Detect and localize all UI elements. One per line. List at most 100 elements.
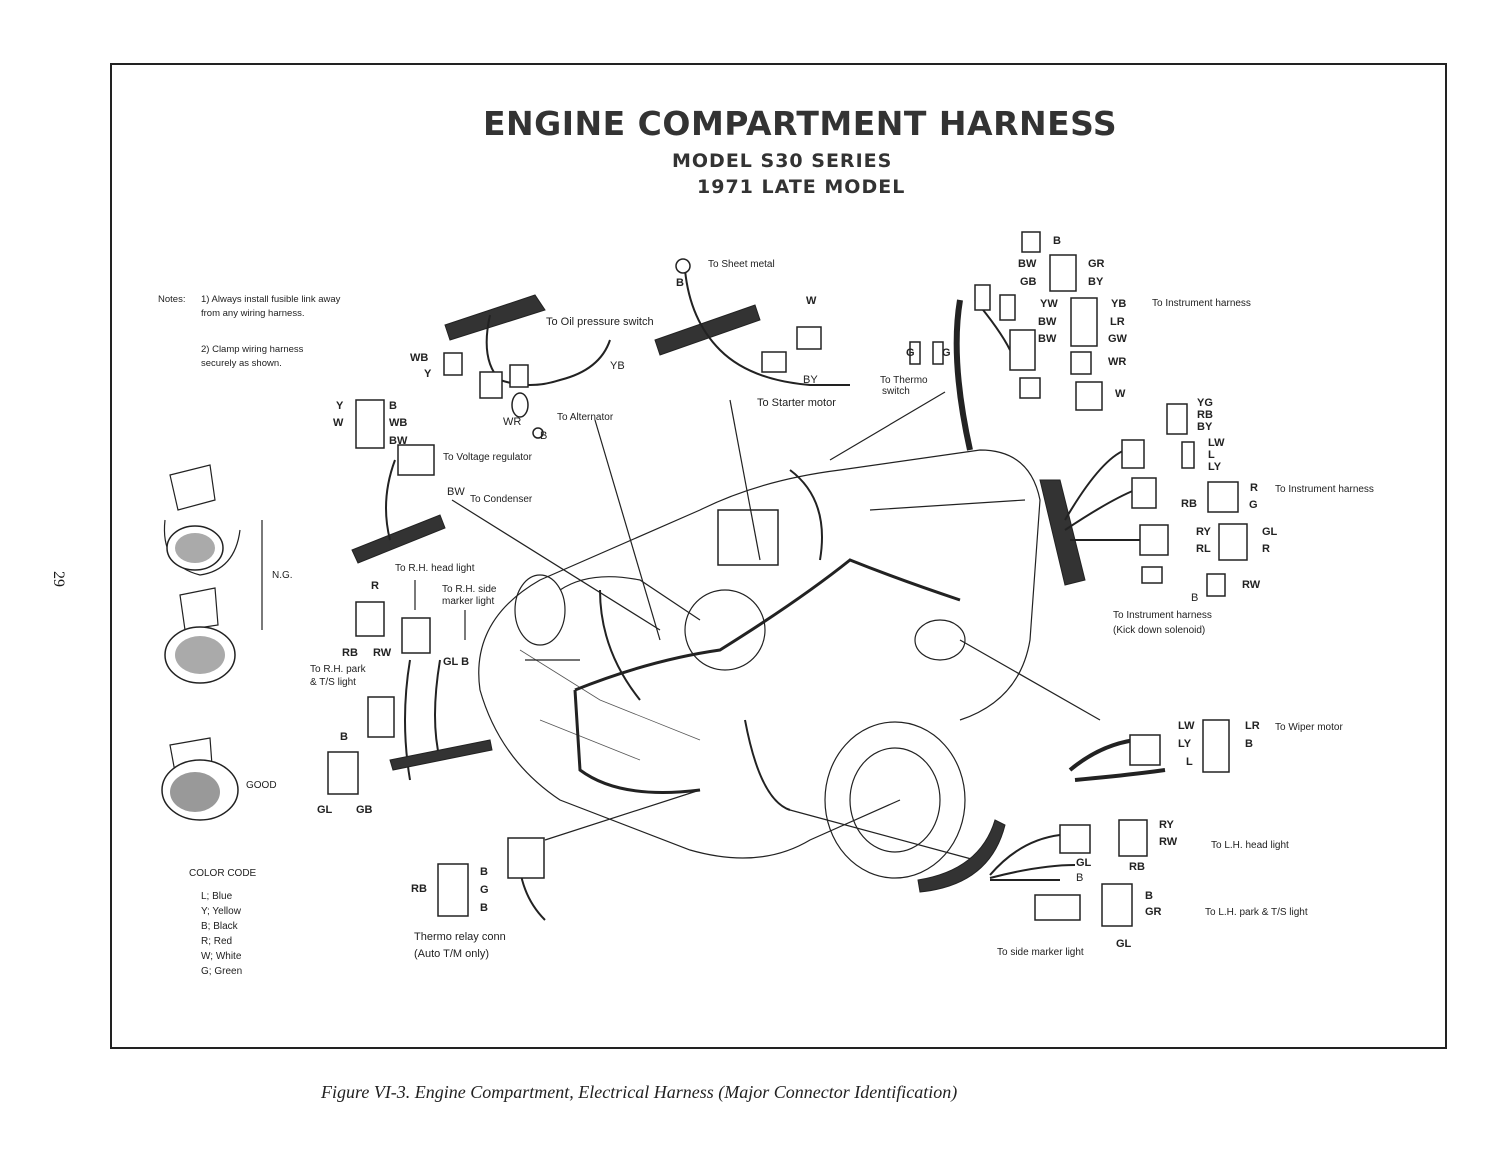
code-label: G (942, 347, 951, 359)
code-label: RB (1129, 861, 1145, 873)
label-condenser: To Condenser (470, 494, 533, 505)
label-rh-park-1: To R.H. park (310, 664, 366, 675)
code-label: B (480, 902, 488, 914)
instrument-harness-1 (953, 284, 1041, 451)
page-title: ENGINE COMPARTMENT HARNESS (483, 104, 1118, 143)
code-label: LR (1110, 316, 1125, 328)
code-label: GB (356, 804, 373, 816)
code-label: LW (1178, 720, 1195, 732)
code-label: YB (1111, 298, 1127, 310)
wiper-harness (1068, 734, 1166, 782)
code-label: WB (410, 352, 429, 364)
clamp-ng-2-icon (164, 587, 236, 684)
label-instrument-kick-2: (Kick down solenoid) (1113, 625, 1206, 636)
code-label: BY (1197, 421, 1213, 433)
diagram-frame (110, 63, 1447, 1049)
code-label: YW (1040, 298, 1058, 310)
label-lh-head: To L.H. head light (1211, 840, 1289, 851)
code-label: BY (1088, 276, 1104, 288)
code-label: RW (1159, 836, 1178, 848)
code-label: GL (1076, 857, 1092, 869)
code-label: BW (1018, 258, 1037, 270)
callout-lines (414, 391, 1101, 861)
label-rh-park-2: & T/S light (310, 677, 356, 688)
label-lh-park: To L.H. park & T/S light (1205, 907, 1308, 918)
code-label: LR (1245, 720, 1260, 732)
code-label: R (1262, 543, 1270, 555)
label-wiper: To Wiper motor (1275, 722, 1343, 733)
connector-faces (327, 231, 1248, 927)
label-voltage-regulator: To Voltage regulator (443, 452, 532, 463)
year-subtitle: 1971 LATE MODEL (697, 176, 906, 198)
code-label: R (1250, 482, 1258, 494)
code-label: RL (1196, 543, 1211, 555)
clamp-good-icon (161, 737, 239, 821)
sheet-metal-harness (654, 258, 850, 386)
color-code-item: R; Red (201, 936, 233, 947)
label-thermo-relay-2: (Auto T/M only) (414, 948, 489, 960)
code-label: BY (803, 374, 818, 386)
code-label: RB (411, 883, 427, 895)
label-starter-motor: To Starter motor (757, 397, 836, 409)
w-connector (796, 326, 822, 350)
label-instrument-kick-1: To Instrument harness (1113, 610, 1212, 621)
code-label: BW (447, 486, 465, 498)
color-code-item: L; Blue (201, 891, 233, 902)
code-label: YB (610, 360, 625, 372)
code-label: L (1208, 449, 1215, 461)
code-label: RY (1159, 819, 1174, 831)
code-label: GL B (443, 656, 470, 668)
code-label: B (340, 731, 348, 743)
code-label: BW (1038, 316, 1057, 328)
code-label: R (371, 580, 379, 592)
note-2: 2) Clamp wiring harness securely as show… (201, 344, 304, 369)
label-instrument-2: To Instrument harness (1275, 484, 1374, 495)
car-body (478, 449, 1041, 879)
oil-pressure-harness (444, 294, 611, 439)
instrument-harness-2 (1039, 439, 1169, 586)
code-label: RY (1196, 526, 1211, 538)
code-label: GL (1262, 526, 1278, 538)
code-label: WR (1108, 356, 1127, 368)
label-oil-pressure: To Oil pressure switch (546, 316, 654, 328)
code-label: G (906, 347, 915, 359)
code-label: WB (389, 417, 408, 429)
code-label: B (1053, 235, 1061, 247)
label-thermo-switch-2: switch (882, 386, 910, 397)
code-label: LW (1208, 437, 1225, 449)
code-label: BW (1038, 333, 1057, 345)
code-label: RW (1242, 579, 1261, 591)
clamp-ng-1-icon (163, 464, 241, 576)
code-label: B (389, 400, 397, 412)
color-code-item: W; White (201, 951, 242, 962)
label-thermo-switch-1: To Thermo (880, 375, 928, 386)
label-thermo-relay-1: Thermo relay conn (414, 931, 506, 943)
clamp-ng-label: N.G. (272, 570, 293, 581)
label-side-marker: To side marker light (997, 947, 1084, 958)
color-code-heading: COLOR CODE (189, 868, 257, 879)
label-rh-side-1: To R.H. side (442, 584, 497, 595)
rh-light-harness (367, 617, 493, 781)
code-label: G (480, 884, 489, 896)
label-sheet-metal: To Sheet metal (708, 259, 775, 270)
code-label: LY (1208, 461, 1222, 473)
model-subtitle: MODEL S30 SERIES (672, 150, 893, 172)
label-instrument-1: To Instrument harness (1152, 298, 1251, 309)
code-label: RB (1181, 498, 1197, 510)
code-label: W (333, 417, 344, 429)
code-label: B (480, 866, 488, 878)
note-1: 1) Always install fusible link away from… (201, 294, 341, 319)
code-label: GR (1088, 258, 1105, 270)
code-label: GW (1108, 333, 1127, 345)
code-label: L (1186, 756, 1193, 768)
voltage-regulator-harness (351, 444, 446, 564)
color-code-item: G; Green (201, 966, 243, 977)
code-label: B (1076, 872, 1084, 884)
code-label: GL (317, 804, 333, 816)
lh-light-harness (917, 819, 1091, 921)
code-label: B (540, 430, 548, 442)
label-alternator: To Alternator (557, 412, 614, 423)
code-label: B (676, 277, 684, 289)
figure-caption: Figure VI-3. Engine Compartment, Electri… (321, 1082, 958, 1102)
notes-heading: Notes: (158, 294, 186, 305)
